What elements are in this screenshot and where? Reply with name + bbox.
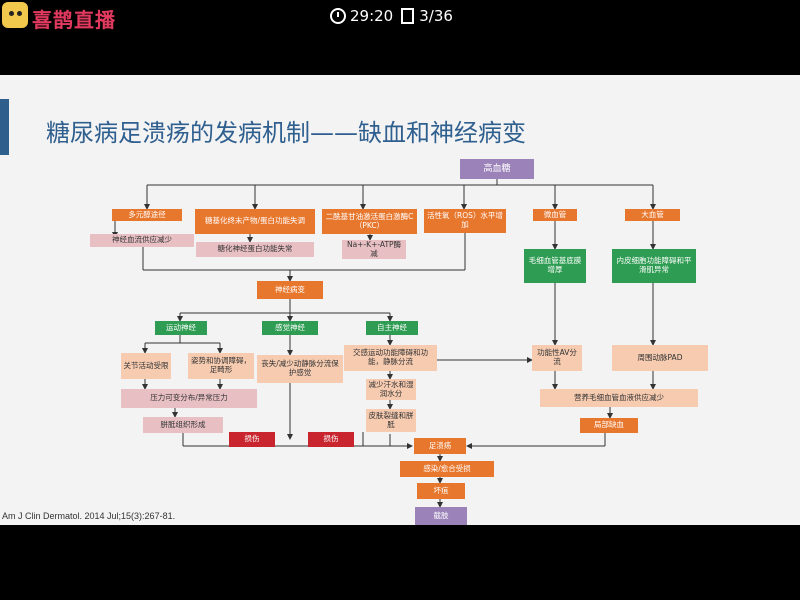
ros-box: 活性氧（ROS）水平增加 (424, 209, 506, 233)
infection-box: 感染/愈合受损 (400, 461, 494, 477)
bottom-bar (0, 525, 800, 600)
glycated-protein-box: 糖化神经蛋白功能失常 (196, 242, 314, 257)
nerve-blood-box: 神经血流供应减少 (90, 234, 194, 247)
amputation-box: 截肢 (415, 507, 467, 525)
ischemia-box: 局部缺血 (580, 418, 638, 433)
elapsed-time: 29:20 (350, 7, 394, 25)
dag-pkc-box: 二酰基甘油激活蛋白激酶C（PKC） (322, 209, 417, 234)
autonomic-dysfunction-box: 交感运动功能障碍和功能，静脉分流 (344, 345, 437, 371)
flow-connectors (112, 179, 656, 508)
atpase-box: Na+-K+-ATP酶减 (342, 240, 406, 259)
neuropathy-box: 神经病变 (257, 281, 323, 299)
foot-ulcer-box: 足溃疡 (414, 438, 466, 454)
gangrene-box: 坏疽 (417, 483, 465, 499)
macrovascular-box: 大血管 (625, 209, 680, 221)
autonomic-nerve-box: 自主神经 (366, 321, 418, 335)
slide-title: 糖尿病足溃疡的发病机制——缺血和神经病变 (46, 119, 526, 147)
injury-box-2: 损伤 (308, 432, 354, 447)
injury-box-1: 损伤 (229, 432, 275, 447)
age-box: 糖基化终末产物/蛋白功能失调 (195, 209, 315, 234)
nutrient-supply-box: 营养毛细血管血液供应减少 (540, 389, 698, 407)
page-icon (401, 8, 415, 24)
deformity-box: 姿势和协调障碍，足畸形 (188, 353, 254, 379)
callus-box: 胼胝组织形成 (143, 417, 223, 433)
playback-status: 29:20 3/36 (330, 6, 453, 26)
app-logo-icon (2, 2, 28, 28)
pressure-box: 压力可变分布/异常压力 (121, 389, 257, 408)
sensory-nerve-box: 感觉神经 (262, 321, 318, 335)
capillary-box: 毛细血管基底膜增厚 (524, 249, 586, 283)
top-bar: 喜鹊直播 29:20 3/36 (0, 0, 800, 75)
citation: Am J Clin Dermatol. 2014 Jul;15(3):267-8… (2, 511, 176, 521)
sweat-box: 减少汗水和湿润水分 (366, 379, 416, 400)
brand-name: 喜鹊直播 (32, 8, 116, 32)
motor-nerve-box: 运动神经 (155, 321, 207, 335)
endothelial-box: 内皮细胞功能障碍和平滑肌异常 (612, 249, 696, 283)
microvascular-box: 微血管 (533, 209, 577, 221)
sensation-loss-box: 丧失/减少动静脉分流保护感觉 (257, 355, 343, 383)
slide: 糖尿病足溃疡的发病机制——缺血和神经病变 (0, 75, 800, 525)
slide-accent-bar (0, 99, 9, 155)
polyol-box: 多元醇途径 (112, 209, 182, 221)
joint-limit-box: 关节活动受限 (121, 353, 171, 379)
hyperglycemia-box: 高血糖 (460, 159, 534, 179)
pad-box: 周围动脉PAD (612, 345, 708, 371)
clock-icon (330, 8, 346, 24)
av-shunt-box: 功能性AV分流 (532, 345, 582, 371)
skin-fissure-box: 皮肤裂缝和胼胝 (366, 409, 416, 432)
page-counter: 3/36 (419, 7, 453, 25)
